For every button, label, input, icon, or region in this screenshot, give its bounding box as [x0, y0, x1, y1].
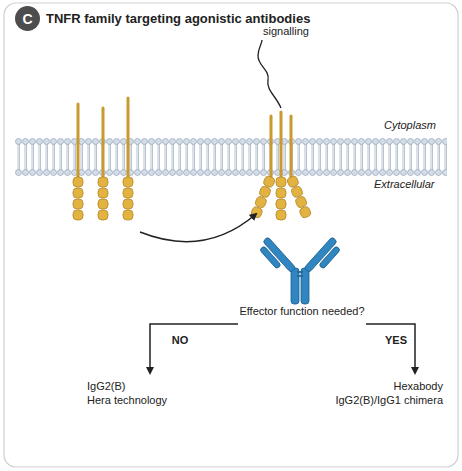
panel-frame [4, 3, 458, 467]
panel-badge: C [15, 6, 40, 31]
receptor-monomers [73, 98, 133, 220]
region-label: Cytoplasm [384, 119, 436, 132]
clustering-arrow [140, 214, 256, 242]
antibody-icon [257, 237, 344, 304]
format-option: Hera technology [87, 394, 167, 407]
yes-arrow [366, 324, 415, 373]
branch-label: NO [172, 334, 189, 347]
badge-letter: C [22, 12, 32, 26]
branch-label: YES [385, 334, 407, 347]
no-arrow [150, 324, 238, 373]
format-option: IgG2(B)/IgG1 chimera [335, 394, 443, 407]
region-label: Extracellular [374, 178, 435, 191]
signal-squiggle [258, 40, 281, 108]
format-option: Hexabody [393, 380, 443, 393]
panel-title: TNFR family targeting agonistic antibodi… [46, 11, 310, 26]
signal-label: signalling [263, 25, 309, 38]
receptor-trimer [250, 112, 311, 220]
format-option: IgG2(B) [87, 380, 126, 393]
decision-question: Effector function needed? [239, 305, 364, 318]
membrane [15, 138, 447, 176]
